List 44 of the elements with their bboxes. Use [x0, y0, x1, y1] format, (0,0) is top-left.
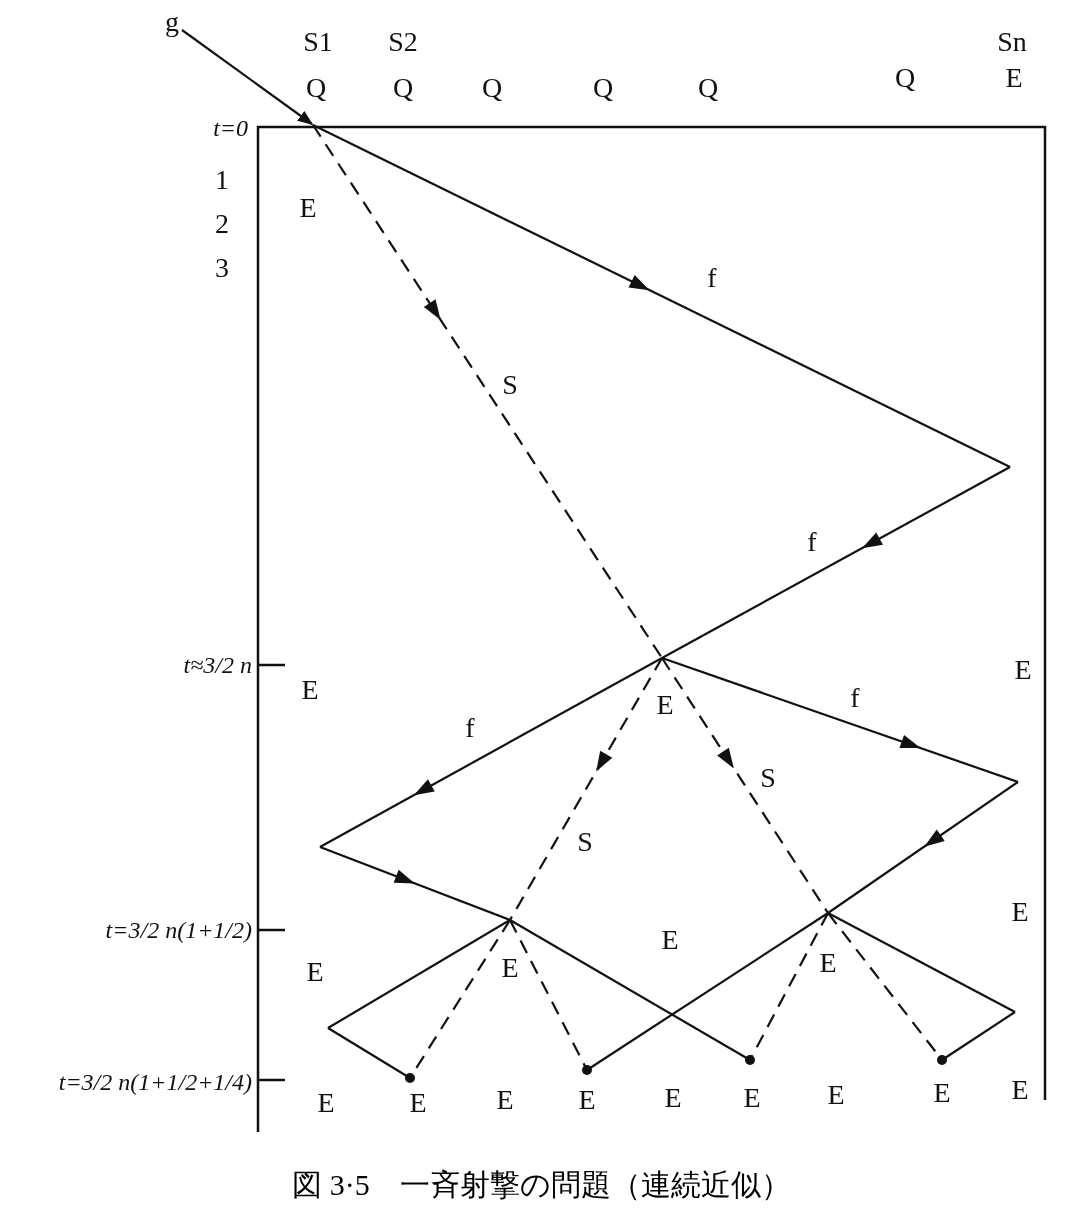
state-label: E [827, 1079, 845, 1111]
time-label: t=0 [213, 114, 248, 142]
state-label: E [301, 674, 319, 706]
state-label: E [501, 952, 519, 984]
time-label: t=3/2 n(1+1/2+1/4) [58, 1068, 252, 1096]
state-label: Q [894, 62, 916, 94]
state-label: f [465, 712, 475, 744]
state-label: f [707, 262, 717, 294]
state-label: S [577, 826, 593, 858]
state-label: E [409, 1087, 427, 1119]
state-label: S1 [303, 26, 333, 58]
state-label: E [933, 1077, 951, 1109]
state-label: E [1005, 62, 1023, 94]
state-label: S [502, 369, 518, 401]
state-label: E [306, 956, 324, 988]
state-label: E [1011, 896, 1029, 928]
state-label: Sn [997, 26, 1027, 58]
state-label: E [1011, 1074, 1029, 1106]
state-label: E [578, 1084, 596, 1116]
state-label: E [496, 1084, 514, 1116]
state-label: f [850, 682, 860, 714]
figure-caption: 図 3·5 一斉射撃の問題（連続近似） [291, 1167, 792, 1203]
state-label: E [1014, 654, 1032, 686]
state-label: 3 [215, 252, 229, 284]
state-label: E [656, 689, 674, 721]
state-label: E [743, 1082, 761, 1114]
state-label: Q [592, 72, 614, 104]
state-label: 1 [215, 164, 229, 196]
time-label: t≈3/2 n [183, 651, 252, 679]
state-label: Q [481, 72, 503, 104]
state-label: E [661, 924, 679, 956]
state-label: E [664, 1082, 682, 1114]
state-label: Q [305, 72, 327, 104]
state-label: E [819, 947, 837, 979]
state-label: 2 [215, 208, 229, 240]
state-label: E [317, 1087, 335, 1119]
state-label: f [807, 526, 817, 558]
state-label: S [760, 762, 776, 794]
state-label: E [299, 192, 317, 224]
state-label: S2 [388, 26, 418, 58]
state-label: Q [392, 72, 414, 104]
state-label: g [165, 6, 179, 38]
state-label: Q [697, 72, 719, 104]
time-label: t=3/2 n(1+1/2) [105, 916, 252, 944]
